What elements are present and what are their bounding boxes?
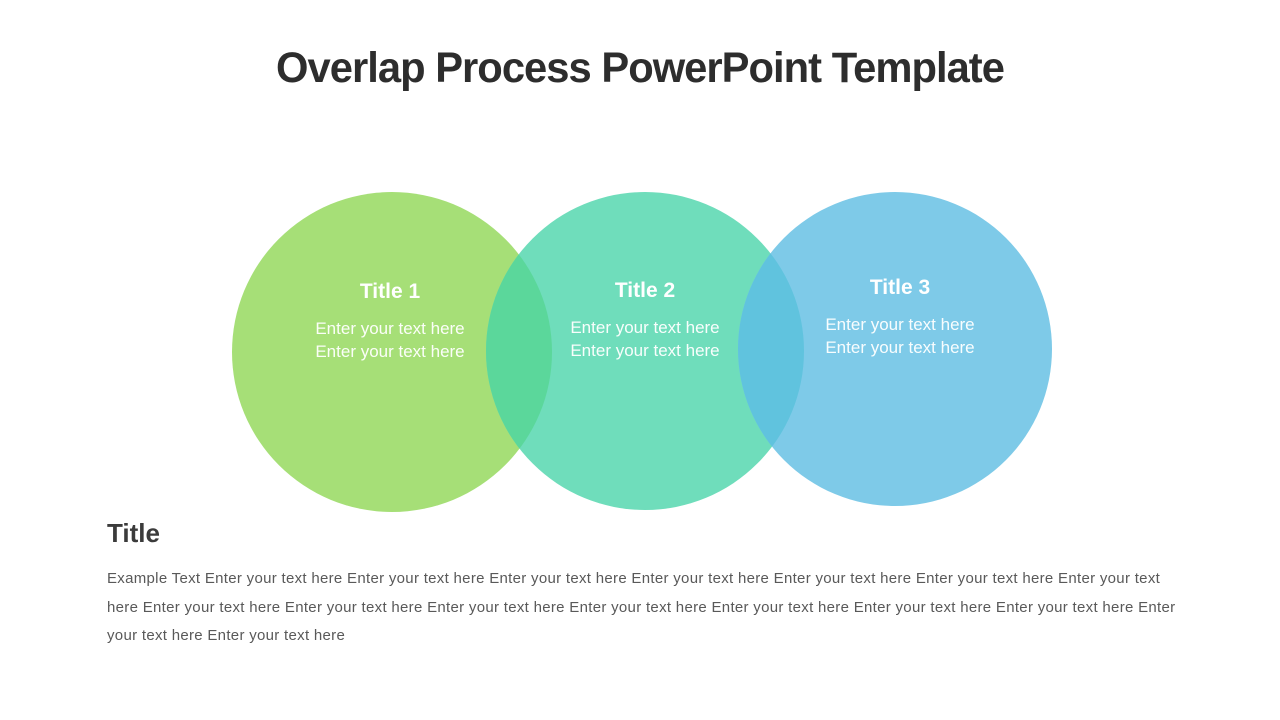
circle-3-text-line-1: Enter your text here xyxy=(825,315,975,334)
footer-body-text: Example Text Enter your text here Enter … xyxy=(107,570,1176,644)
circle-1-text-line-2: Enter your text here xyxy=(315,342,465,361)
footer-heading: Title xyxy=(107,518,160,548)
slide-title: Overlap Process PowerPoint Template xyxy=(276,44,1005,92)
circle-3-title: Title 3 xyxy=(869,276,931,299)
circle-2 xyxy=(486,192,804,510)
circle-3-label: Title 3 Enter your text here Enter your … xyxy=(770,277,1030,359)
circle-1 xyxy=(232,192,552,512)
circle-2-title: Title 2 xyxy=(614,279,676,302)
footer-text-block: Title Example Text Enter your text here … xyxy=(107,518,1182,651)
circle-2-label: Title 2 Enter your text here Enter your … xyxy=(515,280,775,362)
circle-1-title: Title 1 xyxy=(359,280,421,303)
circle-3 xyxy=(738,192,1052,506)
circle-1-text-line-1: Enter your text here xyxy=(315,319,465,338)
circle-1-label: Title 1 Enter your text here Enter your … xyxy=(260,281,520,363)
circle-2-text-line-1: Enter your text here xyxy=(570,318,720,337)
circle-2-text-line-2: Enter your text here xyxy=(570,341,720,360)
circle-3-text-line-2: Enter your text here xyxy=(825,338,975,357)
